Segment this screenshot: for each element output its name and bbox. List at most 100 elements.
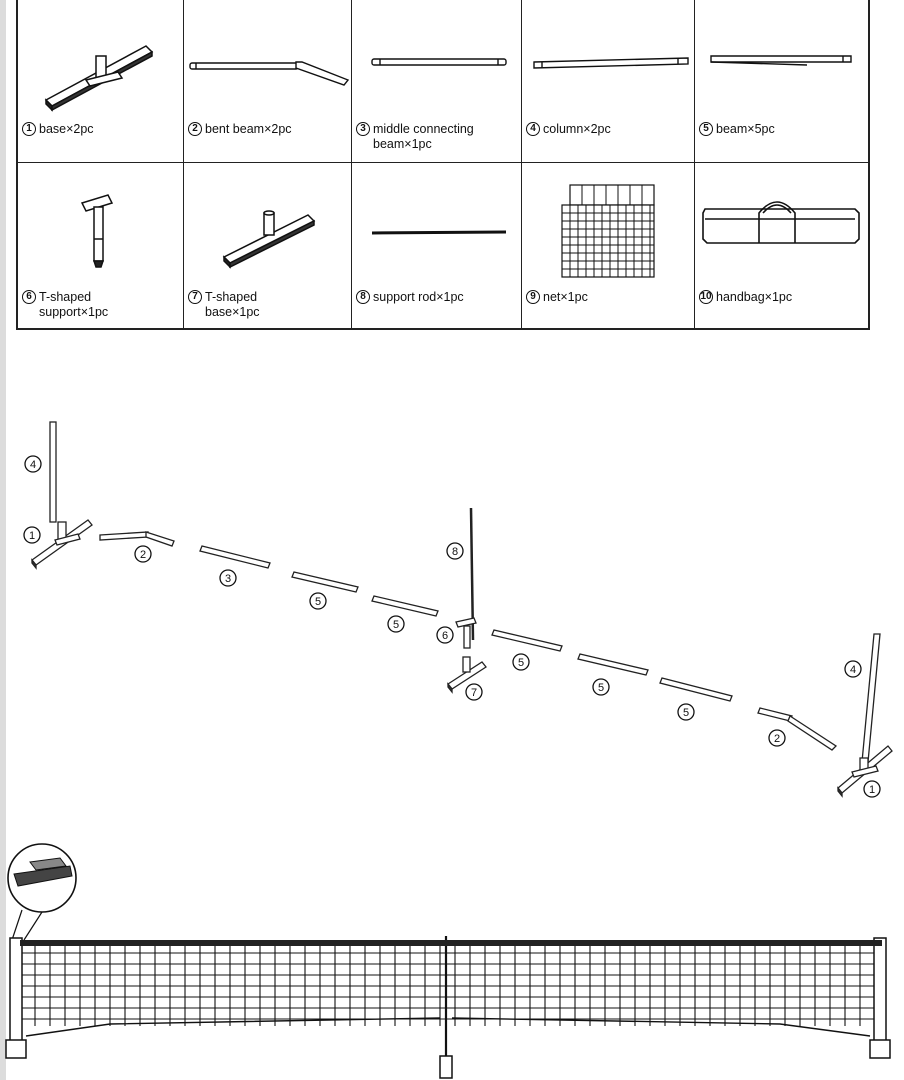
part-label: middle connecting beam×1pc [373,122,474,151]
beam [659,677,733,702]
part-number: 4 [526,122,540,136]
middle-connecting-beam [199,545,271,569]
part-caption: 4 column×2pc [526,122,692,137]
part-caption: 7 T-shaped base×1pc [188,290,349,320]
t-shaped-support [455,617,477,649]
part-callout-marker: 4 [24,455,42,473]
callout-number: 5 [315,596,321,608]
part-label: column×2pc [543,122,611,136]
part-callout-marker: 1 [23,526,41,544]
part-number: 6 [22,290,36,304]
part-callout-marker: 4 [844,660,862,678]
callout-number: 5 [683,707,689,719]
callout-number: 4 [30,459,36,471]
part-callout-marker: 2 [134,545,152,563]
middle-beam-icon [371,58,507,66]
support-rod-icon [371,230,507,235]
beam [491,629,563,652]
part-cell-handbag: 10 handbag×1pc [695,163,868,328]
part-callout-marker: 7 [465,683,483,701]
callout-number: 1 [869,784,875,796]
left-net-post [9,937,23,1057]
part-cell-support-rod: 8 support rod×1pc [352,163,522,328]
part-callout-marker: 6 [436,626,454,644]
part-caption: 6 T-shaped support×1pc [22,290,181,320]
part-label: beam×5pc [716,122,775,136]
part-cell-net: 9 net×1pc [522,163,695,328]
part-callout-marker: 3 [219,569,237,587]
assembled-net-drawing [5,843,891,1079]
callout-number: 5 [518,657,524,669]
part-number: 9 [526,290,540,304]
callout-number: 3 [225,573,231,585]
center-foot [439,1055,453,1079]
part-cell-t-support: 6 T-shaped support×1pc [18,163,184,328]
part-caption: 3 middle connecting beam×1pc [356,122,519,152]
part-label: base×2pc [39,122,94,136]
part-callout-marker: 5 [309,592,327,610]
part-caption: 2 bent beam×2pc [188,122,349,137]
right-column [861,633,881,763]
callout-number: 6 [442,630,448,642]
part-label: T-shaped support×1pc [39,290,109,319]
part-cell-t-base: 7 T-shaped base×1pc [184,163,352,328]
right-base [837,745,893,798]
right-bent-beam [757,707,838,751]
parts-table: 1 base×2pc 2 bent beam×2pc 3 [16,0,870,330]
part-number: 8 [356,290,370,304]
part-callout-marker: 5 [387,615,405,633]
part-callout-marker: 5 [512,653,530,671]
beam-icon [710,55,852,66]
column-icon [533,57,689,69]
part-cell-bent-beam: 2 bent beam×2pc [184,0,352,163]
handbag-icon [702,201,860,244]
part-number: 7 [188,290,202,304]
left-edge-strip [0,0,6,1080]
part-cell-middle-beam: 3 middle connecting beam×1pc [352,0,522,163]
part-caption: 9 net×1pc [526,290,692,305]
part-callout-marker: 5 [592,678,610,696]
left-bent-beam [99,531,175,547]
part-label: handbag×1pc [716,290,793,304]
part-label: bent beam×2pc [205,122,292,136]
part-number: 5 [699,122,713,136]
left-foot [5,1039,27,1059]
callout-number: 7 [471,687,477,699]
right-foot [869,1039,891,1059]
part-callout-marker: 5 [677,703,695,721]
callout-number: 4 [850,664,856,676]
base-icon [44,45,154,112]
callout-number: 8 [452,546,458,558]
part-cell-column: 4 column×2pc [522,0,695,163]
part-label: T-shaped base×1pc [205,290,260,319]
right-net-post [873,937,887,1057]
left-base [31,519,93,570]
part-number: 10 [699,290,713,304]
part-caption: 10 handbag×1pc [699,290,866,305]
part-label: net×1pc [543,290,588,304]
part-number: 1 [22,122,36,136]
callout-number: 1 [29,530,35,542]
part-number: 3 [356,122,370,136]
t-support-icon [80,194,114,268]
net-top-band [20,940,882,946]
part-callout-marker: 8 [446,542,464,560]
callout-number: 5 [393,619,399,631]
part-label: support rod×1pc [373,290,464,304]
beam [577,653,649,676]
part-number: 2 [188,122,202,136]
net-icon [561,184,655,278]
beam [291,571,359,593]
part-caption: 1 base×2pc [22,122,181,137]
part-cell-beam: 5 beam×5pc [695,0,868,163]
callout-number: 2 [774,733,780,745]
part-callout-marker: 1 [863,780,881,798]
assembly-diagram: 4 1 2 3 5 5 8 6 7 5 5 5 2 4 1 [23,421,893,798]
part-cell-base: 1 base×2pc [18,0,184,163]
bent-beam-icon [189,61,350,86]
t-shaped-base [447,656,487,694]
callout-number: 5 [598,682,604,694]
left-column [49,421,57,523]
callout-number: 2 [140,549,146,561]
detail-magnifier [7,843,77,941]
